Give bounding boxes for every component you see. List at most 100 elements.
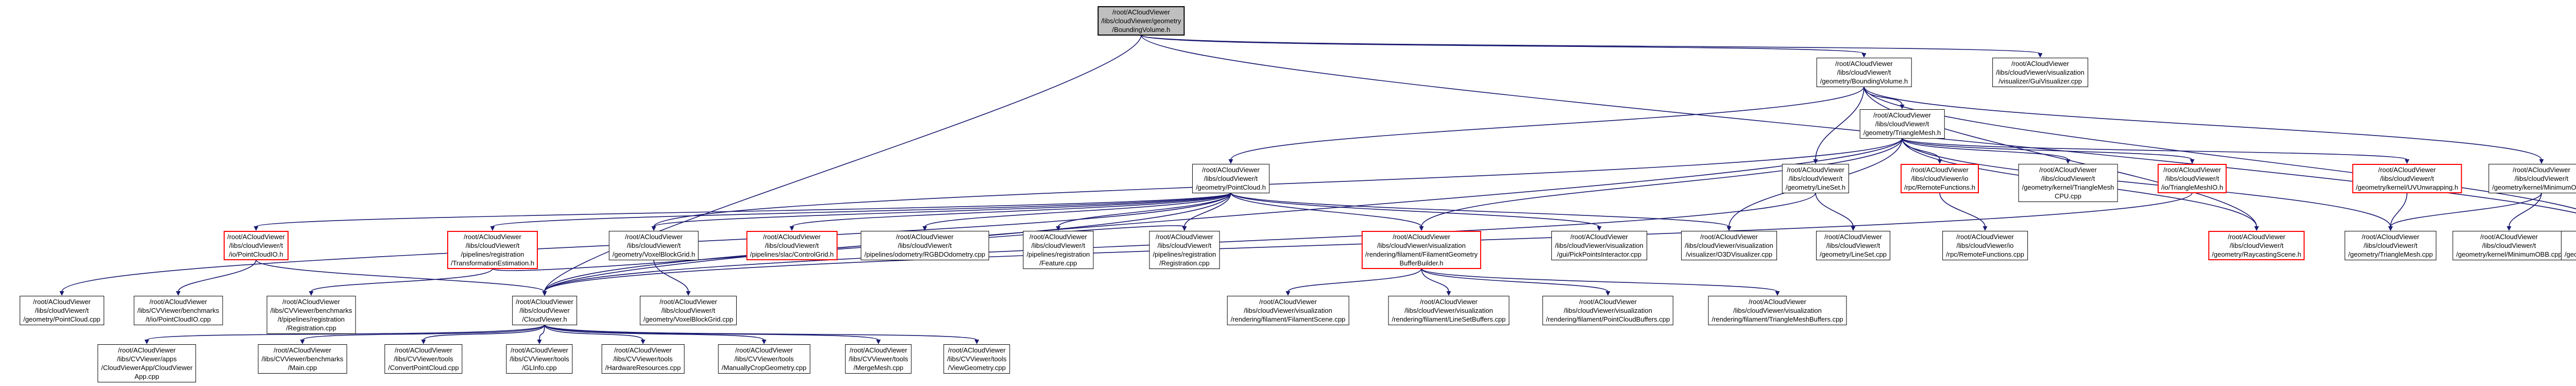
graph-edge-pcio-to-cvh: [256, 259, 545, 292]
graph-node-label-line: /t/io/PointCloudIO.cpp: [145, 315, 211, 323]
graph-node-label-line: /root/ACloudViewer: [2228, 233, 2285, 241]
graph-node-rfcpp[interactable]: /root/ACloudViewer/libs/cloudViewer/io/r…: [1942, 231, 2028, 260]
graph-edge-fgbb-to-fsc: [1287, 268, 1422, 292]
graph-node-pcb[interactable]: /root/ACloudViewer/libs/cloudViewer/visu…: [1542, 296, 1674, 325]
graph-node-bvcpp[interactable]: /root/ACloudViewer/libs/cloudViewer/t/ge…: [2561, 231, 2576, 260]
graph-node-label-line: /libs/cloudViewer/t: [1875, 120, 1929, 128]
graph-node-ttm[interactable]: /root/ACloudViewer/libs/cloudViewer/t/ge…: [1859, 109, 1945, 139]
graph-edge-cvh-to-mcrop: [544, 324, 765, 341]
graph-node-label-line: /root/ACloudViewer: [1700, 233, 1758, 241]
graph-node-label-line: /root/ACloudViewer: [1112, 8, 1170, 16]
graph-node-mobbh[interactable]: /root/ACloudViewer/libs/cloudViewer/t/ge…: [2488, 164, 2576, 193]
graph-node-label-line: /libs/cloudViewer/visualization: [1404, 307, 1493, 314]
graph-node-label-line: /root/ACloudViewer: [948, 346, 1006, 354]
graph-arrowhead: [789, 226, 794, 231]
graph-node-label-line: /pipelines/registration: [1026, 250, 1090, 258]
graph-node-tbv[interactable]: /root/ACloudViewer/libs/cloudViewer/t/ge…: [1816, 58, 1912, 87]
graph-node-tmcpp[interactable]: /root/ACloudViewer/libs/cloudViewer/t/ge…: [2344, 231, 2437, 260]
graph-node-breg[interactable]: /root/ACloudViewer/libs/CVViewer/benchma…: [266, 296, 356, 334]
graph-node-label-line: /libs/cloudViewer/t: [1826, 242, 1880, 249]
graph-node-cvh[interactable]: /root/ACloudViewer/libs/cloudViewer/Clou…: [512, 296, 577, 325]
graph-node-label-line: /libs/CVViewer/tools: [394, 355, 453, 363]
graph-node-mobbc[interactable]: /root/ACloudViewer/libs/cloudViewer/t/ge…: [2452, 231, 2566, 260]
graph-node-label-line: /root/ACloudViewer: [464, 233, 521, 241]
graph-node-label-line: /libs/cloudViewer/t: [1204, 175, 1258, 182]
graph-node-label-line: /libs/cloudViewer/visualization: [1685, 242, 1773, 249]
graph-node-o3dv[interactable]: /root/ACloudViewer/libs/cloudViewer/visu…: [1681, 231, 1777, 260]
graph-node-mmesh[interactable]: /root/ACloudViewer/libs/CVViewer/tools/M…: [845, 344, 912, 374]
graph-node-label-line: /geometry/BoundingVolume.h: [1820, 77, 1908, 85]
graph-node-guiviz[interactable]: /root/ACloudViewer/libs/cloudViewer/visu…: [1992, 58, 2088, 87]
graph-node-uvu[interactable]: /root/ACloudViewer/libs/cloudViewer/t/ge…: [2352, 164, 2462, 193]
graph-node-label-line: /rpc/RemoteFunctions.cpp: [1946, 250, 2024, 258]
graph-node-label-line: /root/ACloudViewer: [1911, 166, 1969, 174]
graph-arrowhead: [537, 340, 542, 344]
graph-node-label-line: CPU.cpp: [2054, 192, 2082, 200]
graph-edge-mobbh-to-mobbc: [2509, 192, 2542, 227]
graph-node-pcio[interactable]: /root/ACloudViewer/libs/cloudViewer/t/io…: [224, 231, 289, 260]
graph-node-label-line: /pipelines/registration: [461, 250, 524, 258]
graph-node-label-line: /libs/cloudViewer/t: [1031, 242, 1086, 249]
graph-node-fsc[interactable]: /root/ACloudViewer/libs/cloudViewer/visu…: [1227, 296, 1349, 325]
graph-node-label-line: /root/ACloudViewer: [2565, 232, 2576, 241]
graph-arrowhead: [651, 226, 656, 231]
graph-node-tmio[interactable]: /root/ACloudViewer/libs/cloudViewer/t/io…: [2157, 164, 2227, 193]
graph-node-vbgcpp[interactable]: /root/ACloudViewer/libs/cloudViewer/t/ge…: [639, 296, 737, 325]
graph-node-hwres[interactable]: /root/ACloudViewer/libs/CVViewer/tools/H…: [601, 344, 685, 374]
graph-node-label-line: /root/ACloudViewer: [1570, 233, 1628, 241]
graph-node-tmb[interactable]: /root/ACloudViewer/libs/cloudViewer/visu…: [1708, 296, 1847, 325]
graph-arrowhead: [1056, 226, 1061, 231]
graph-arrowhead: [2038, 53, 2043, 58]
graph-node-glinfo[interactable]: /root/ACloudViewer/libs/CVViewer/tools/G…: [506, 344, 573, 374]
graph-edge-tpc-to-feat: [1058, 192, 1231, 227]
graph-arrowhead: [1597, 226, 1602, 231]
graph-node-ppi[interactable]: /root/ACloudViewer/libs/cloudViewer/visu…: [1551, 231, 1647, 260]
graph-arrowhead: [2539, 159, 2544, 164]
graph-node-label-line: /root/ACloudViewer: [1956, 233, 2014, 241]
graph-node-label-line: /geometry/kernel/MinimumOBB.h: [2492, 183, 2576, 191]
graph-node-label-line: /root/ACloudViewer: [2480, 233, 2538, 241]
graph-node-fgbb[interactable]: /root/ACloudViewer/libs/cloudViewer/visu…: [1361, 231, 1482, 269]
graph-node-vgeo[interactable]: /root/ACloudViewer/libs/CVViewer/tools/V…: [943, 344, 1010, 374]
graph-node-label-line: /HardwareResources.cpp: [605, 364, 681, 372]
graph-node-label-line: /BoundingVolume.h: [1112, 26, 1171, 33]
graph-node-label-line: /io/TriangleMeshIO.h: [2161, 183, 2224, 191]
graph-arrowhead: [1285, 291, 1291, 296]
graph-node-label-line: /root/ACloudViewer: [1787, 166, 1844, 174]
graph-node-label-line: /libs/cloudViewer/t: [2041, 175, 2095, 182]
graph-node-rgbdo[interactable]: /root/ACloudViewer/libs/cloudViewer/t/pi…: [860, 231, 989, 260]
graph-node-tpc[interactable]: /root/ACloudViewer/libs/cloudViewer/t/ge…: [1192, 164, 1269, 193]
graph-node-bmain[interactable]: /root/ACloudViewer/libs/CVViewer/benchma…: [258, 344, 347, 374]
graph-edge-cvh-to-hwres: [544, 324, 643, 341]
graph-arrowhead: [1182, 226, 1187, 231]
graph-node-main[interactable]: /root/ACloudViewer/libs/cloudViewer/geom…: [1097, 6, 1185, 36]
graph-node-tfe[interactable]: /root/ACloudViewer/libs/cloudViewer/t/pi…: [447, 231, 538, 269]
graph-node-reg[interactable]: /root/ACloudViewer/libs/cloudViewer/t/pi…: [1149, 231, 1220, 269]
graph-node-label-line: /geometry/kernel/TriangleMesh: [2022, 183, 2114, 191]
graph-node-rpcrf[interactable]: /root/ACloudViewer/libs/cloudViewer/io/r…: [1900, 164, 1979, 193]
graph-arrowhead: [421, 340, 426, 344]
graph-node-mcrop[interactable]: /root/ACloudViewer/libs/CVViewer/tools/M…: [718, 344, 810, 374]
graph-arrowhead: [144, 340, 149, 344]
graph-node-cg[interactable]: /root/ACloudViewer/libs/cloudViewer/t/pi…: [746, 231, 838, 260]
graph-node-pccpp[interactable]: /root/ACloudViewer/libs/cloudViewer/t/ge…: [20, 296, 104, 325]
graph-node-label-line: /root/ACloudViewer: [511, 346, 568, 354]
graph-node-app[interactable]: /root/ACloudViewer/libs/CVViewer/apps/Cl…: [97, 344, 196, 382]
graph-node-tmcpu[interactable]: /root/ACloudViewer/libs/cloudViewer/t/ge…: [2018, 164, 2118, 202]
graph-node-lscpp[interactable]: /root/ACloudViewer/libs/cloudViewer/t/ge…: [1816, 231, 1891, 260]
graph-node-label-line: /Registration.cpp: [1159, 259, 1210, 267]
graph-edge-tpc-to-vbg: [653, 192, 1231, 227]
graph-node-label-line: /geometry/LineSet.h: [1785, 183, 1846, 191]
graph-node-lsb[interactable]: /root/ACloudViewer/libs/cloudViewer/visu…: [1388, 296, 1510, 325]
graph-node-label-line: /root/ACloudViewer: [2011, 60, 2069, 68]
graph-node-tls[interactable]: /root/ACloudViewer/libs/cloudViewer/t/ge…: [1782, 164, 1850, 193]
graph-node-biopc[interactable]: /root/ACloudViewer/libs/CVViewer/benchma…: [133, 296, 223, 325]
graph-node-feat[interactable]: /root/ACloudViewer/libs/cloudViewer/t/pi…: [1023, 231, 1094, 269]
graph-node-label-line: /libs/cloudViewer/t: [2229, 242, 2284, 249]
graph-node-vbg[interactable]: /root/ACloudViewer/libs/cloudViewer/t/ge…: [608, 231, 699, 260]
graph-arrowhead: [490, 226, 495, 231]
graph-node-rcs[interactable]: /root/ACloudViewer/libs/cloudViewer/t/ge…: [2208, 231, 2305, 260]
graph-edge-ttm-to-fgbb: [1421, 138, 1903, 227]
graph-node-conv[interactable]: /root/ACloudViewer/libs/CVViewer/tools/C…: [384, 344, 463, 374]
graph-edge-fgbb-to-lsb: [1421, 268, 1449, 292]
